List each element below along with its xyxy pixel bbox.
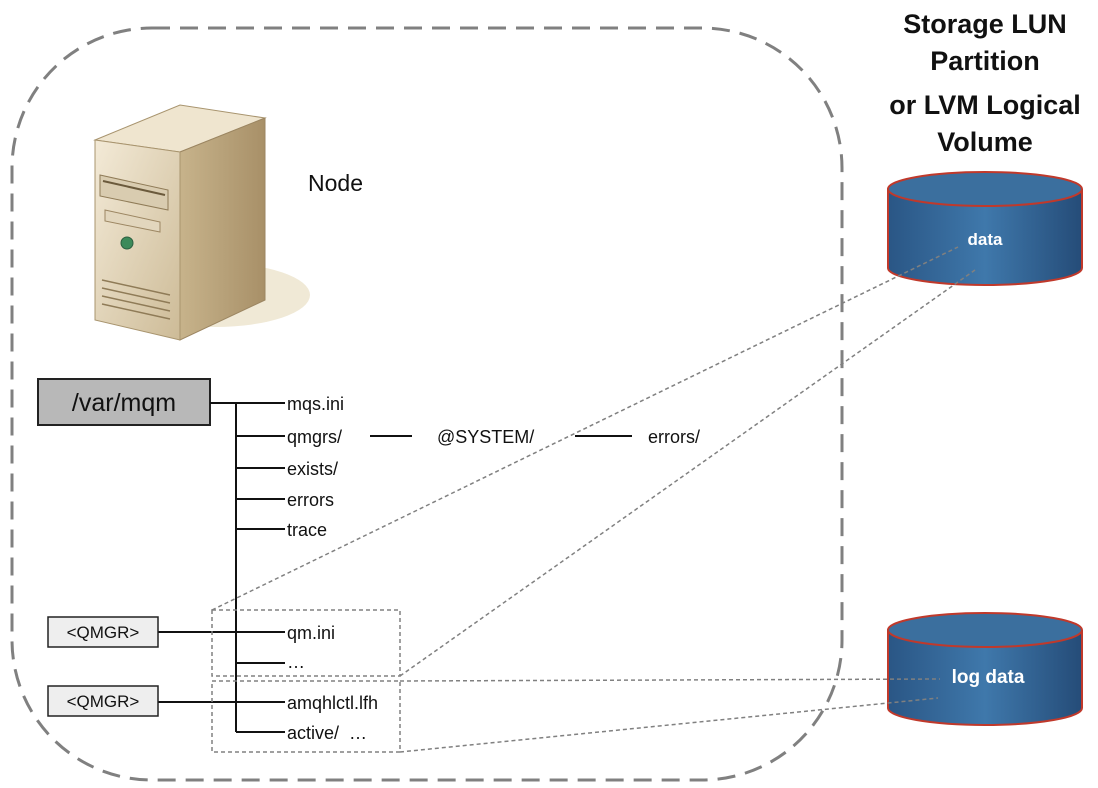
data-volume-cylinder: data <box>887 171 1083 286</box>
tree-item-system-dir: @SYSTEM/ <box>437 427 534 447</box>
storage-title-line: Partition <box>930 46 1040 76</box>
qmgr-log-box <box>47 685 159 717</box>
mapping-lines <box>211 246 976 753</box>
tree-item-exists: exists/ <box>287 459 338 479</box>
tree-item-ellipsis: … <box>287 652 305 672</box>
node-boundary <box>10 26 844 782</box>
storage-title-line: Storage LUN <box>903 9 1067 39</box>
log-volume-label: log data <box>952 667 1025 688</box>
qmgr-data-label: <QMGR> <box>67 623 140 642</box>
storage-title: Storage LUN Partition or LVM Logical Vol… <box>889 9 1081 157</box>
qmgr-log-label: <QMGR> <box>67 692 140 711</box>
qmgr-data-box <box>47 616 159 648</box>
tree-item-qmgrs: qmgrs/ <box>287 427 342 447</box>
tree-item-amqhlctl-lfh: amqhlctl.lfh <box>287 693 378 713</box>
node-label: Node <box>308 170 363 196</box>
storage-title-line: or LVM Logical <box>889 90 1081 120</box>
tree-item-system-errors: errors/ <box>648 427 700 447</box>
root-directory-label: /var/mqm <box>72 389 176 417</box>
qmgr-log-group-outline <box>211 680 401 753</box>
tree-item-mqs-ini: mqs.ini <box>287 394 344 414</box>
qmgr-data-group-outline <box>211 609 401 677</box>
data-volume-label: data <box>968 230 1004 249</box>
tree-item-active: active/ … <box>287 723 367 743</box>
server-icon <box>93 104 310 341</box>
tree-item-qm-ini: qm.ini <box>287 623 335 643</box>
storage-title-line: Volume <box>937 127 1033 157</box>
log-volume-cylinder: log data <box>887 612 1083 726</box>
tree-connectors <box>158 402 632 733</box>
tree-item-trace: trace <box>287 520 327 540</box>
root-directory-box <box>37 378 211 426</box>
tree-item-errors: errors <box>287 490 334 510</box>
